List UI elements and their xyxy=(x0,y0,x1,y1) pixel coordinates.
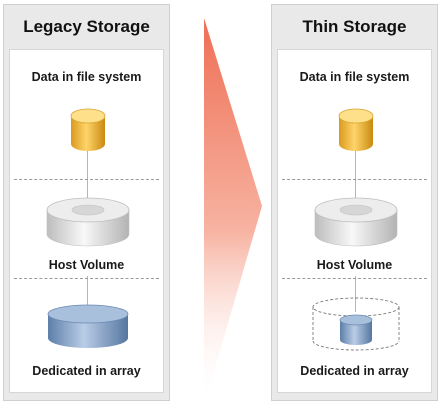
thin-storage-panel: Thin Storage Data in file system xyxy=(271,4,438,401)
thin-storage-content: Data in file system Host Volume xyxy=(277,49,432,393)
panel-title: Legacy Storage xyxy=(23,17,150,36)
connector-line xyxy=(87,138,88,198)
array-storage-cylinder-icon xyxy=(47,304,129,348)
section-divider xyxy=(14,179,159,180)
section-divider xyxy=(14,278,159,279)
database-cylinder-icon xyxy=(70,108,106,151)
legacy-storage-content: Data in file system Host Volume xyxy=(9,49,164,393)
connector-line xyxy=(87,276,88,312)
connector-line xyxy=(355,276,356,312)
dedicated-in-array-label: Dedicated in array xyxy=(32,364,141,378)
host-volume-disk-icon xyxy=(46,197,130,247)
host-volume-label: Host Volume xyxy=(48,258,125,272)
panel-title: Thin Storage xyxy=(302,17,407,36)
database-cylinder-icon xyxy=(338,108,374,151)
section-divider xyxy=(282,278,427,279)
host-volume-label: Host Volume xyxy=(316,258,393,272)
dedicated-in-array-label: Dedicated in array xyxy=(300,364,409,378)
section-divider xyxy=(282,179,427,180)
data-in-file-system-label: Data in file system xyxy=(299,70,410,84)
data-in-file-system-label: Data in file system xyxy=(31,70,142,84)
connector-line xyxy=(355,138,356,198)
legacy-storage-panel: Legacy Storage Data in file system xyxy=(3,4,170,401)
transition-arrow-icon xyxy=(204,18,262,406)
host-volume-disk-icon xyxy=(314,197,398,247)
array-storage-cylinder-icon xyxy=(312,297,400,351)
